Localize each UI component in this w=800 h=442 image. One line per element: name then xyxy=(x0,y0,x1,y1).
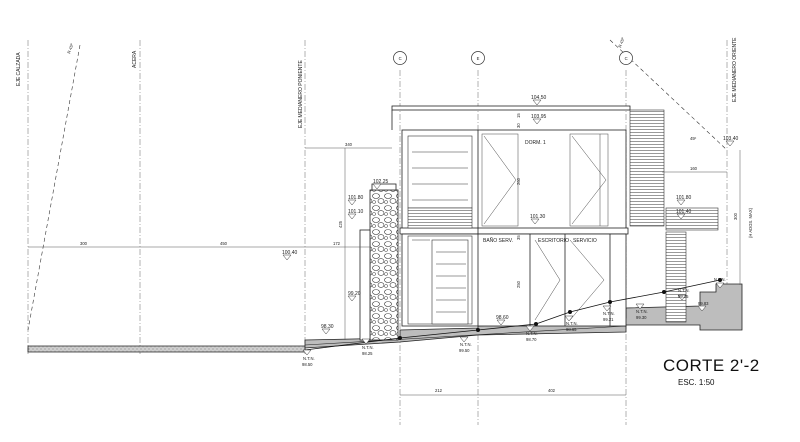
dim-30: 30 xyxy=(516,123,521,128)
level-99-20: 99.20 xyxy=(348,291,361,297)
level-101-80-left: 101.80 xyxy=(348,195,364,201)
dim-425: 425 xyxy=(338,220,343,228)
axis-label-calzada: EJE CALZADA xyxy=(16,52,22,86)
drawing-title: CORTE 2'-2 xyxy=(663,356,760,375)
ntn-label-9: N.T.N. xyxy=(714,277,726,282)
dim-250: 250 xyxy=(516,280,521,288)
dim-340: 340 xyxy=(345,142,353,147)
ntn-value-99-30: 99.30 xyxy=(636,315,647,320)
axis-bubble-c1: C xyxy=(393,51,407,65)
axis-label-acera: ACERA xyxy=(132,50,138,68)
ntn-label-2: N.T.N. xyxy=(362,345,374,350)
ntn-label-4: N.T.N. xyxy=(526,331,538,336)
ntn-value-98-65: 98.65 xyxy=(566,327,577,332)
axis-label-oriente: EJE MEDIANERO ORIENTE xyxy=(732,37,738,102)
svg-text:C: C xyxy=(625,56,628,61)
level-98-60: 98.60 xyxy=(496,315,509,321)
room-escritorio: ESCRITORIO xyxy=(538,238,569,244)
ntn-label-7: N.T.N. xyxy=(636,309,648,314)
level-104-50: 104.50 xyxy=(531,95,547,101)
level-103-40: 103.40 xyxy=(723,136,739,142)
level-101-40: 101.40 xyxy=(676,209,692,215)
ntn-value-99-50: 99.50 xyxy=(459,348,470,353)
dim-212: 212 xyxy=(435,388,443,393)
door-lower xyxy=(407,235,473,325)
dim-450: 450 xyxy=(220,241,228,246)
room-servicio: SERVICIO xyxy=(573,238,597,244)
dim-15: 15 xyxy=(516,113,521,118)
stone-wall xyxy=(359,183,399,341)
dim-160: 160 xyxy=(690,166,698,171)
dim-172: 172 xyxy=(333,241,341,246)
ntn-value-99-21: 99.21 xyxy=(603,317,614,322)
ntn-label-6: N.T.N. xyxy=(603,311,615,316)
level-102-25: 102.25 xyxy=(373,179,389,185)
level-103-95: 103.95 xyxy=(531,114,547,120)
ntn-value-98-70: 98.70 xyxy=(526,337,537,342)
level-98-30: 98.30 xyxy=(321,324,334,330)
ntn-label-8: N.T.N. xyxy=(678,288,690,293)
room-bano: BAÑO SERV. xyxy=(483,237,513,244)
setback-lines xyxy=(27,39,728,331)
wardrobe-dorm xyxy=(481,133,609,227)
room-dorm: DORM. 1 xyxy=(525,140,546,146)
ntn-value-99-83: 99.83 xyxy=(698,301,709,306)
dim-300-vertical: 300 xyxy=(733,212,738,220)
window-upper xyxy=(407,135,473,229)
level-101-80-right: 101.80 xyxy=(676,195,692,201)
level-101-10: 101.10 xyxy=(348,209,364,215)
dim-height-max: (H ADOS. MAX) xyxy=(748,207,753,238)
angle-small-label: 45º xyxy=(690,136,697,141)
axis-bubble-e: E xyxy=(471,51,485,65)
drawing-scale: ESC. 1:50 xyxy=(678,378,715,387)
axis-label-poniente: EJE MEDIANERO PONIENTE xyxy=(298,60,304,128)
dim-35: 35 xyxy=(516,235,521,240)
angle-right-label: R 45º xyxy=(617,36,625,48)
svg-text:C: C xyxy=(399,56,402,61)
level-100-40: 100.40 xyxy=(282,250,298,256)
ntn-value-98-25: 98.25 xyxy=(362,351,373,356)
ntn-label-5: N.T.N. xyxy=(566,321,578,326)
dim-402: 402 xyxy=(548,388,556,393)
angle-left-label: R 45º xyxy=(66,42,74,54)
level-101-30: 101.30 xyxy=(530,214,546,220)
dim-260: 260 xyxy=(516,177,521,185)
terrain-profile xyxy=(304,278,722,351)
level-markers xyxy=(282,99,735,356)
ntn-value-99-75: 99.75 xyxy=(678,294,689,299)
dimension-lines xyxy=(28,147,741,396)
axis-bubble-c2: C xyxy=(619,51,633,65)
svg-text:E: E xyxy=(477,56,480,61)
ntn-label-1: N.T.N. xyxy=(303,356,315,361)
facade-slats xyxy=(629,109,719,323)
ntn-value-98-50: 98.50 xyxy=(302,362,313,367)
lower-room-lines xyxy=(534,239,605,321)
ntn-label-3: N.T.N. xyxy=(460,342,472,347)
dim-300: 300 xyxy=(80,241,88,246)
